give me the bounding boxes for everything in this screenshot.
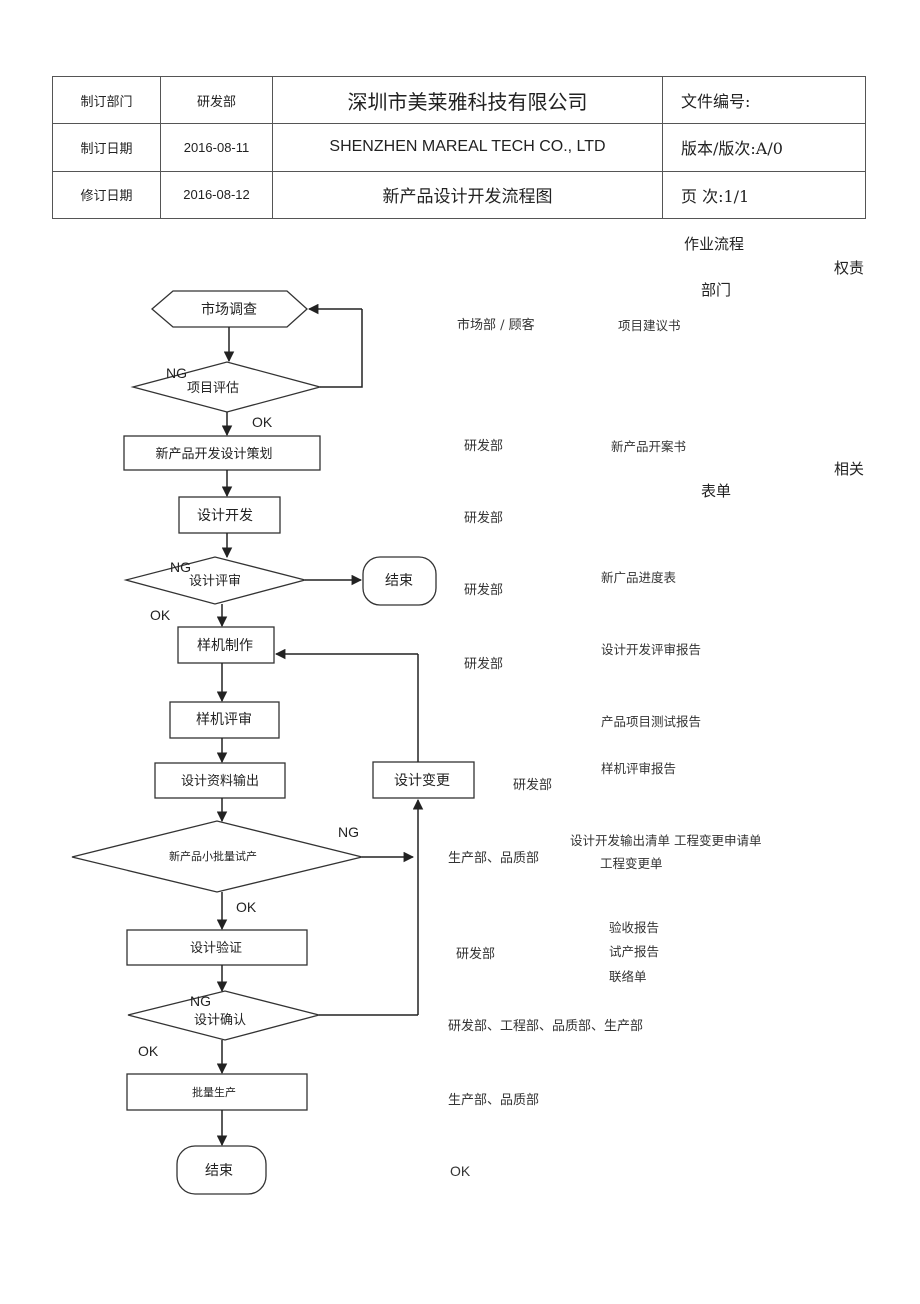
dept-rd-1: 研发部 <box>464 438 503 454</box>
column-header-forms-bottom: 表单 <box>701 482 732 500</box>
dept-rd-6: 研发部 <box>456 946 495 962</box>
form-sample-review-report: 样机评审报告 <box>601 761 676 776</box>
node-end1: 结束 <box>385 573 413 589</box>
form-trial-report: 试产报告 <box>609 944 659 959</box>
document-header-table: 制订部门 研发部 深圳市美莱雅科技有限公司 文件编号: 制订日期 2016-08… <box>52 75 866 220</box>
label-ng-batch: NG <box>338 824 359 840</box>
form-contact-sheet: 联络单 <box>609 969 647 984</box>
node-design-change: 设计变更 <box>394 773 450 789</box>
form-new-product-proposal: 新产品开案书 <box>611 439 686 454</box>
node-project-eval: 项目评估 <box>187 381 239 396</box>
header-row-date: 制订日期 2016-08-11 SHENZHEN MAREAL TECH CO.… <box>52 123 866 172</box>
dept-rd-5: 研发部 <box>513 777 552 793</box>
dept-multi: 研发部、工程部、品质部、生产部 <box>448 1018 643 1034</box>
dept-market: 市场部 / 顾客 <box>457 317 535 333</box>
node-dev-planning: 新产品开发设计策划 <box>155 446 272 462</box>
value-created-date: 2016-08-11 <box>160 123 273 172</box>
node-design-review: 设计评审 <box>189 574 241 589</box>
node-design-output: 设计资料输出 <box>181 773 259 789</box>
label-revised-date: 修订日期 <box>52 170 161 220</box>
form-project-proposal: 项目建议书 <box>618 318 681 333</box>
header-row-department: 制订部门 研发部 深圳市美莱雅科技有限公司 文件编号: <box>52 75 866 125</box>
label-ok-batch: OK <box>236 899 257 915</box>
arrow-eval-ng-loop <box>320 309 363 388</box>
form-design-review-report: 设计开发评审报告 <box>601 642 701 657</box>
form-product-test-report: 产品项目测试报告 <box>601 714 701 729</box>
page-number: 页 次:1/1 <box>662 170 866 220</box>
document-title: 新产品设计开发流程图 <box>272 170 663 220</box>
end1-terminator <box>362 556 437 606</box>
column-header-flow: 作业流程 <box>684 235 745 253</box>
header-row-revised: 修订日期 2016-08-12 新产品设计开发流程图 页 次:1/1 <box>52 170 866 220</box>
column-header-responsibility-top: 权责 <box>834 259 865 277</box>
design-change-box <box>372 761 475 799</box>
label-ok-review: OK <box>150 607 171 623</box>
node-design-confirm: 设计确认 <box>194 1013 246 1028</box>
node-sample-review: 样机评审 <box>196 712 252 728</box>
dept-production-quality-2: 生产部、品质部 <box>448 1093 539 1108</box>
node-mass-production: 批量生产 <box>192 1085 236 1099</box>
node-small-batch: 新产品小批量试产 <box>169 849 257 863</box>
label-ok-eval: OK <box>252 414 273 430</box>
version: 版本/版次:A/0 <box>662 123 866 172</box>
label-ok-confirm: OK <box>138 1043 159 1059</box>
column-header-forms-top: 相关 <box>834 460 865 478</box>
label-department: 制订部门 <box>52 75 161 125</box>
market-research-hexagon <box>151 290 308 328</box>
label-ng-review: NG <box>170 559 191 575</box>
label-ng-eval: NG <box>166 365 187 381</box>
form-acceptance-report: 验收报告 <box>609 920 659 935</box>
node-design-verify: 设计验证 <box>190 940 242 956</box>
node-design-dev: 设计开发 <box>197 508 253 524</box>
column-header-responsibility-bottom: 部门 <box>701 281 732 299</box>
node-sample-make: 样机制作 <box>197 638 253 654</box>
value-department: 研发部 <box>160 75 273 125</box>
dept-ok: OK <box>450 1163 471 1179</box>
form-change-order: 工程变更单 <box>600 856 663 871</box>
dept-rd-2: 研发部 <box>464 510 503 526</box>
dept-rd-4: 研发部 <box>464 656 503 672</box>
form-progress-table: 新广品进度表 <box>601 570 677 585</box>
dept-rd-3: 研发部 <box>464 582 503 598</box>
label-ng-confirm: NG <box>190 993 211 1009</box>
node-end2: 结束 <box>205 1163 233 1179</box>
dept-production-quality-1: 生产部、品质部 <box>448 851 539 866</box>
form-output-list-change-request: 设计开发输出清单 工程变更申请单 <box>570 833 761 848</box>
value-revised-date: 2016-08-12 <box>160 170 273 220</box>
node-market-research: 市场调查 <box>201 301 257 318</box>
